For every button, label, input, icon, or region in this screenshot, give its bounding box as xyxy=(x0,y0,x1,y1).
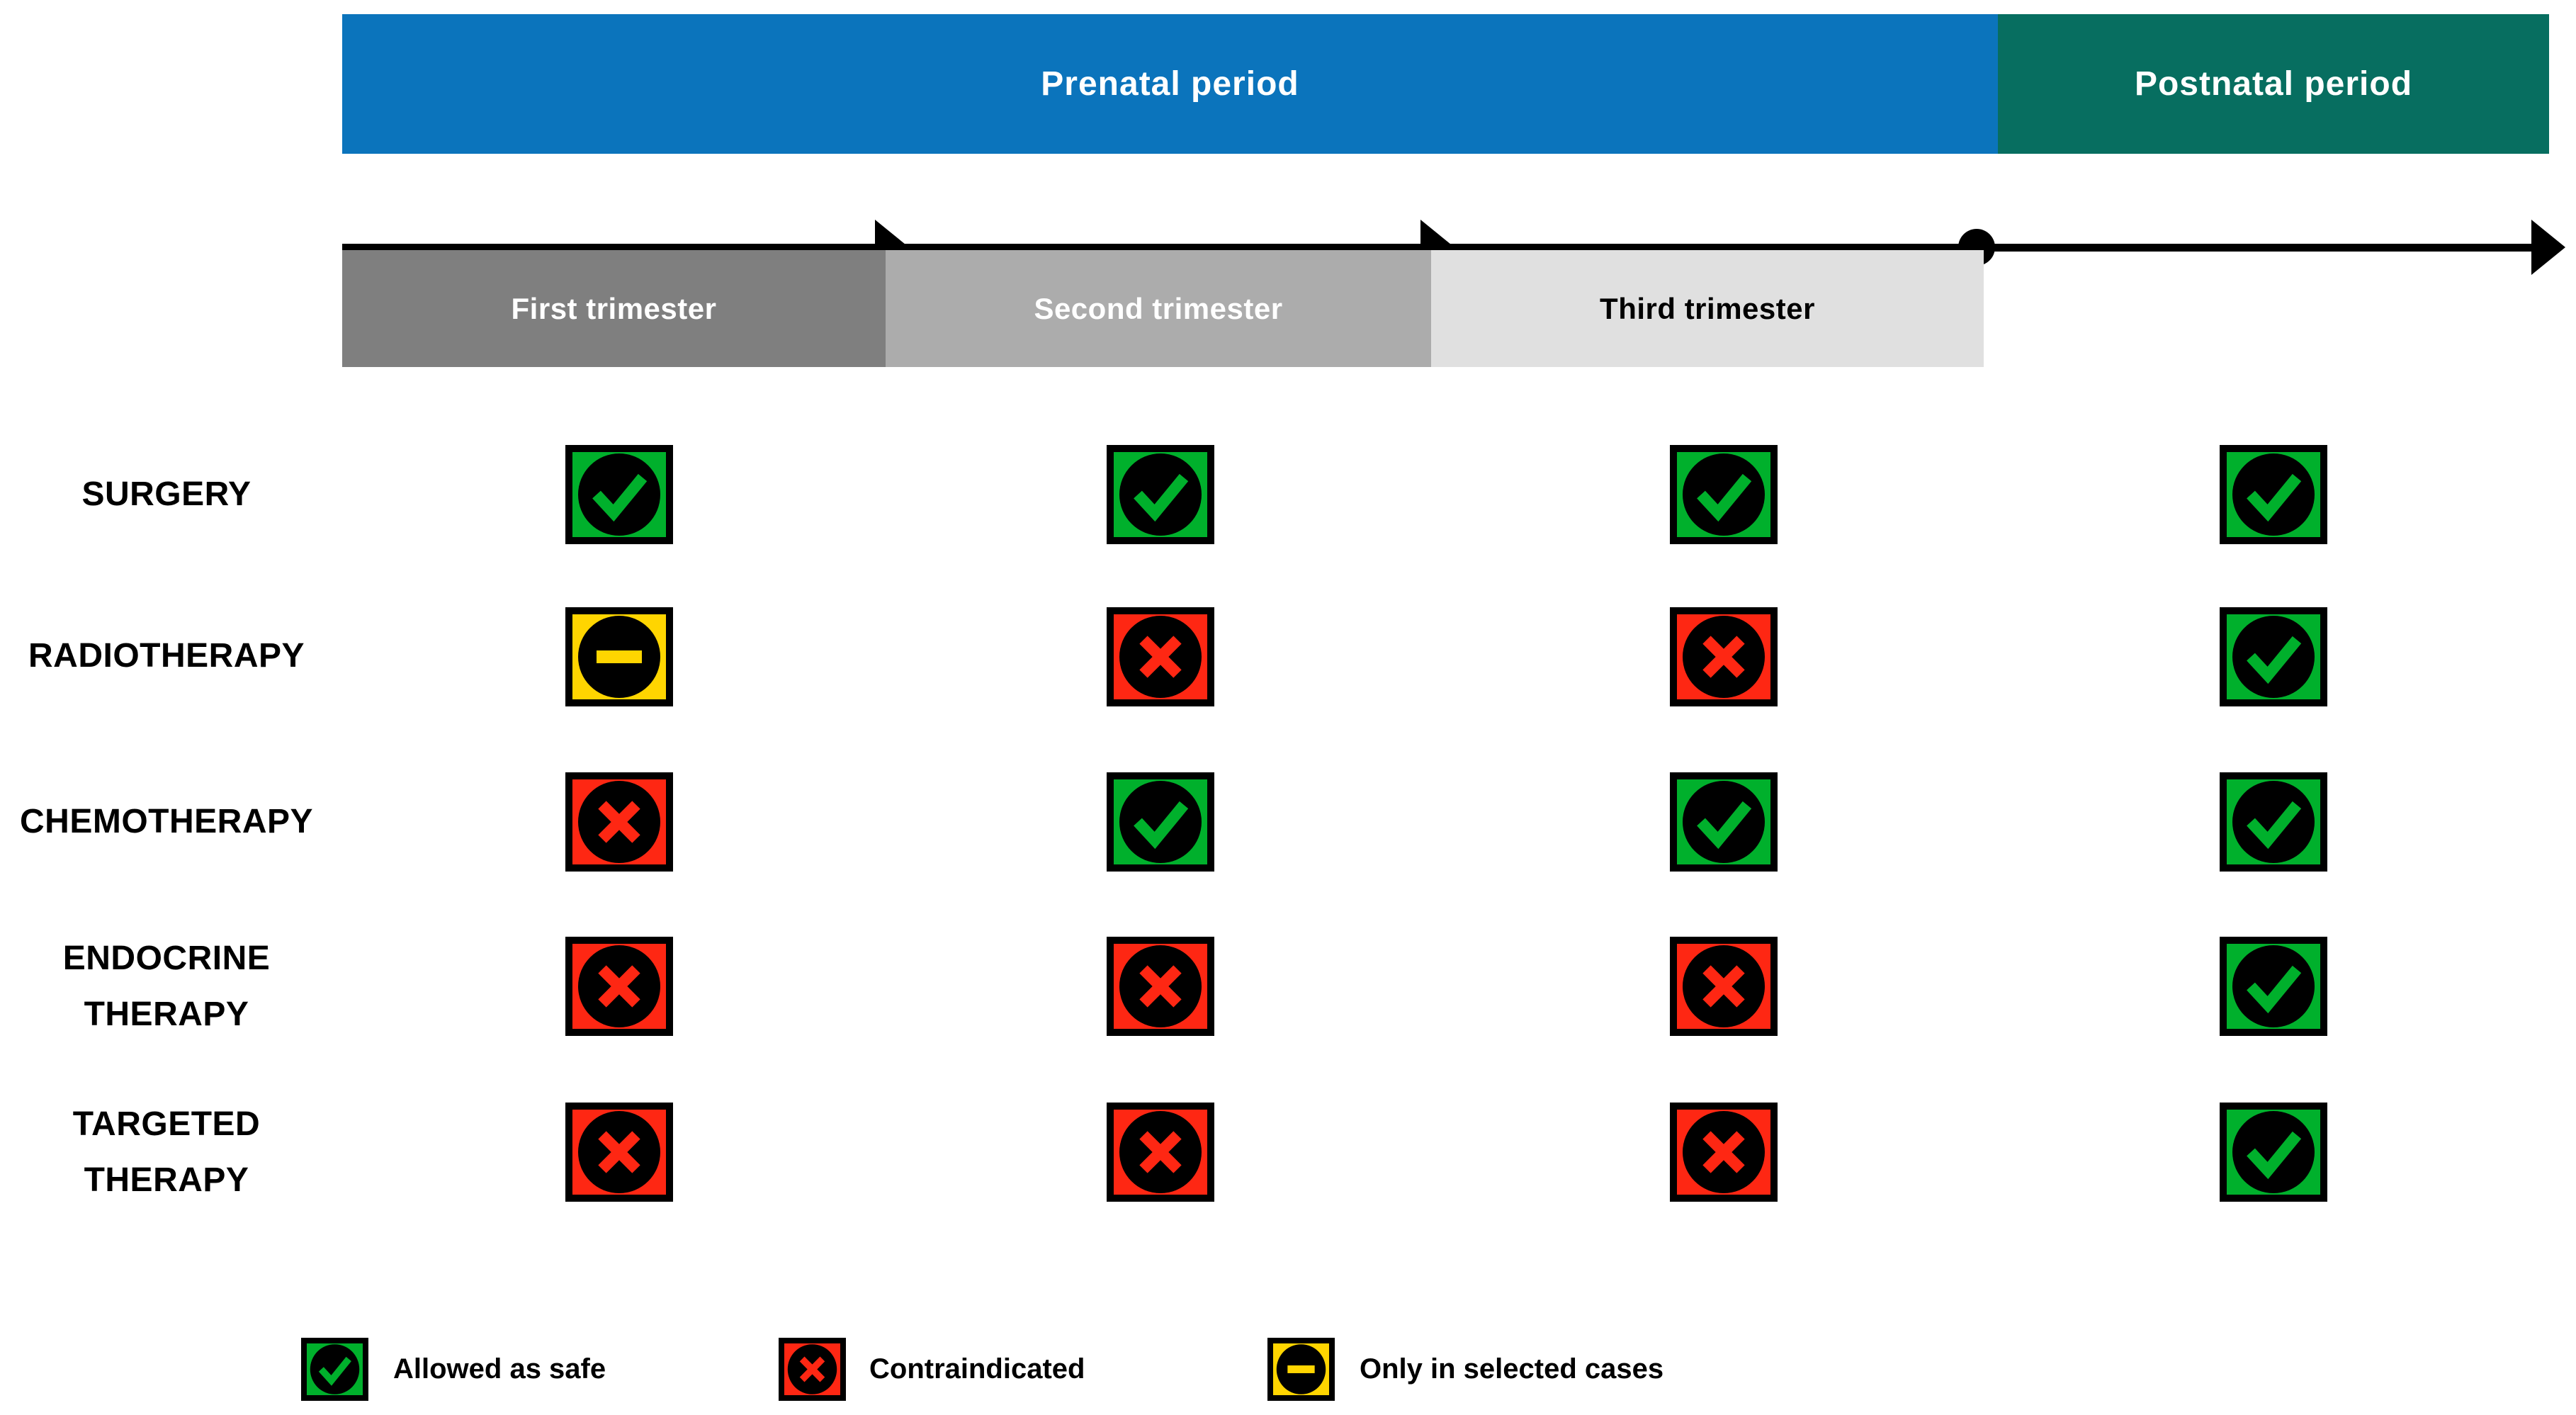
cross-icon xyxy=(1107,1103,1214,1202)
trimester-label: Second trimester xyxy=(1034,291,1283,325)
trimester-segment: First trimester xyxy=(342,250,886,367)
cross-icon xyxy=(1107,937,1214,1036)
check-icon xyxy=(2220,1103,2327,1202)
cross-icon xyxy=(779,1338,846,1401)
trimester-label: First trimester xyxy=(511,291,717,325)
check-icon xyxy=(2220,445,2327,544)
check-icon xyxy=(1670,445,1778,544)
cross-icon xyxy=(565,937,673,1036)
postnatal-period-bar: Postnatal period xyxy=(1998,14,2549,154)
minus-icon xyxy=(565,607,673,706)
cross-icon xyxy=(1107,607,1214,706)
check-icon xyxy=(2220,772,2327,872)
trimester-label: Third trimester xyxy=(1600,291,1815,325)
legend-item-label: Allowed as safe xyxy=(393,1353,606,1385)
legend-item-label: Contraindicated xyxy=(869,1353,1085,1385)
therapy-name: TARGETED THERAPY xyxy=(72,1105,261,1199)
therapy-row-label: SURGERY xyxy=(7,434,326,555)
cross-icon xyxy=(1670,1103,1778,1202)
postnatal-period-label: Postnatal period xyxy=(2134,65,2413,103)
therapy-name: RADIOTHERAPY xyxy=(28,637,305,675)
legend-item-label: Only in selected cases xyxy=(1360,1353,1664,1385)
therapy-row-label: ENDOCRINE THERAPY xyxy=(7,926,326,1047)
check-icon xyxy=(2220,937,2327,1036)
therapy-row-label: CHEMOTHERAPY xyxy=(7,762,326,882)
arrowhead-icon xyxy=(2531,220,2565,275)
check-icon xyxy=(1107,772,1214,872)
cross-icon xyxy=(565,772,673,872)
trimester-segment: Second trimester xyxy=(886,250,1431,367)
therapy-row-label: TARGETED THERAPY xyxy=(7,1092,326,1212)
trimester-segment: Third trimester xyxy=(1431,250,1984,367)
therapy-name: ENDOCRINE THERAPY xyxy=(62,939,271,1033)
check-icon xyxy=(2220,607,2327,706)
minus-icon xyxy=(1267,1338,1335,1401)
prenatal-period-bar: Prenatal period xyxy=(342,14,1998,154)
therapy-row-label: RADIOTHERAPY xyxy=(7,596,326,716)
cross-icon xyxy=(565,1103,673,1202)
prenatal-period-label: Prenatal period xyxy=(1041,65,1299,103)
check-icon xyxy=(1107,445,1214,544)
therapy-name: CHEMOTHERAPY xyxy=(19,803,314,841)
check-icon xyxy=(301,1338,368,1401)
check-icon xyxy=(565,445,673,544)
check-icon xyxy=(1670,772,1778,872)
therapy-name: SURGERY xyxy=(81,475,252,514)
cross-icon xyxy=(1670,937,1778,1036)
cross-icon xyxy=(1670,607,1778,706)
